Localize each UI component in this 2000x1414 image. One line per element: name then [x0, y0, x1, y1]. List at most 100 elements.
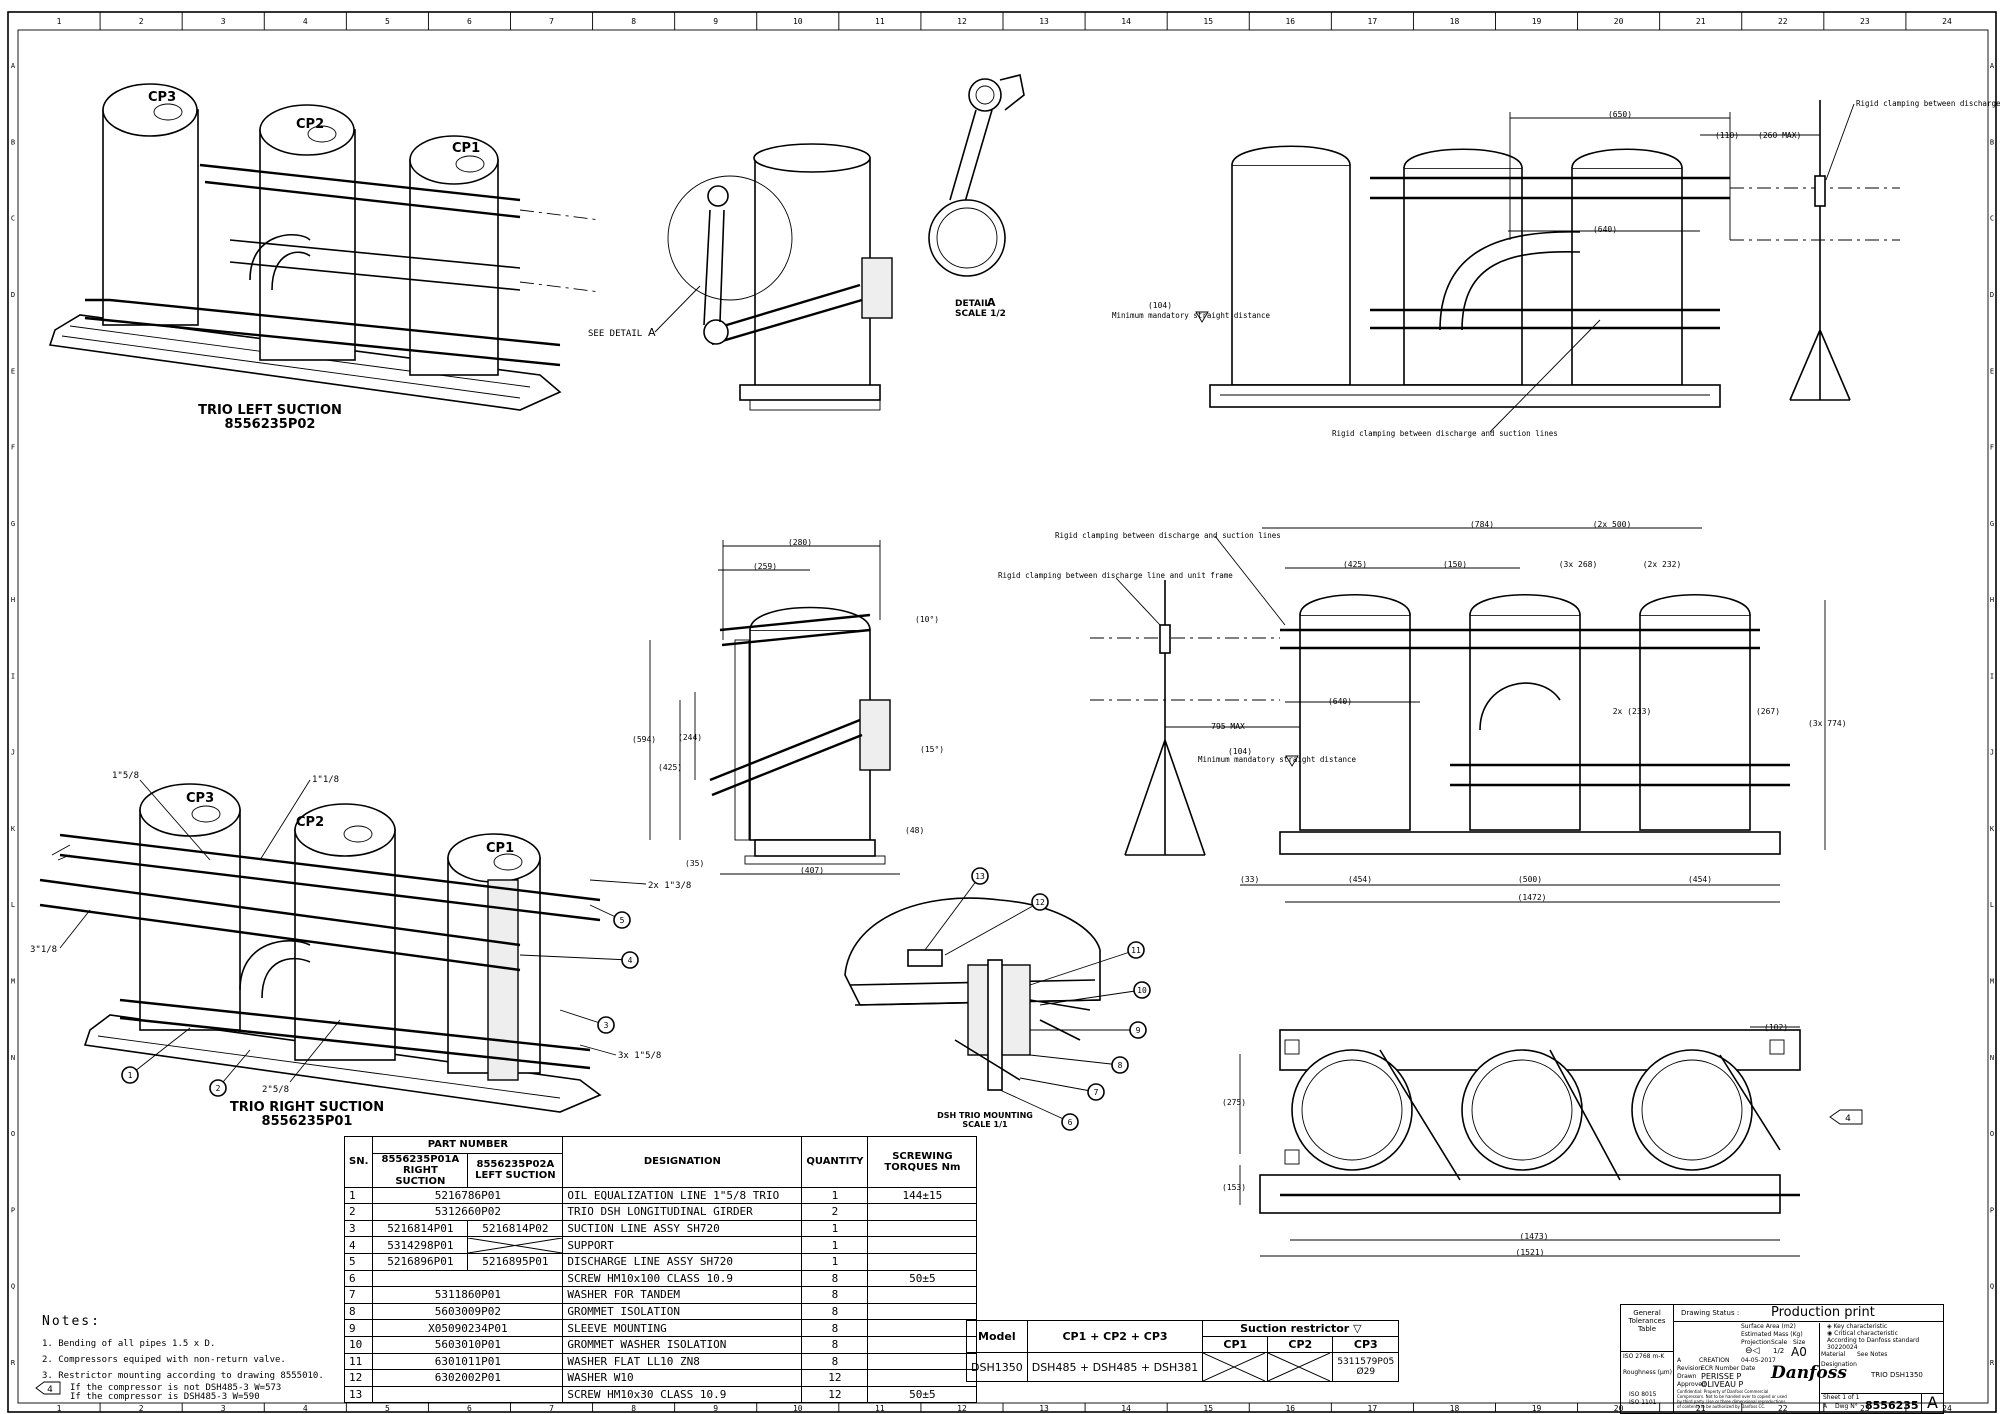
table-cell: [867, 1203, 978, 1221]
tb-dwg-number: 8556235: [1865, 1399, 1919, 1412]
column-marker: 14: [1121, 1404, 1131, 1413]
row-marker: N: [11, 1054, 15, 1062]
column-marker: 12: [957, 1404, 967, 1413]
col-right-suction: 8556235P01A RIGHT SUCTION: [372, 1152, 469, 1188]
tb-scale: 1/2: [1773, 1347, 1785, 1355]
column-marker: 7: [549, 17, 554, 26]
item-balloon-number: 7: [1094, 1088, 1099, 1097]
column-marker: 3: [221, 1404, 226, 1413]
column-marker: 20: [1614, 1404, 1624, 1413]
table-cell: [867, 1302, 978, 1321]
item-balloon: [621, 951, 639, 969]
cp2-crossed: [1267, 1352, 1334, 1382]
table-cell: 1: [343, 1186, 374, 1205]
table-cell: 5216895P01: [467, 1252, 564, 1271]
row-marker: E: [11, 367, 15, 375]
column-marker: 18: [1450, 1404, 1460, 1413]
column-marker: 10: [793, 17, 803, 26]
dim-650: (650): [1608, 110, 1632, 119]
mounting-scale: SCALE 1/1: [962, 1120, 1008, 1129]
row-marker: F: [1990, 444, 1994, 452]
item-balloon: [1127, 941, 1145, 959]
table-cell: SUPPORT: [562, 1236, 803, 1254]
title-block: General Tolerances Table ISO 2768 m-K Ro…: [1620, 1304, 1944, 1414]
item-balloon: [121, 1066, 139, 1084]
dim-1521: (1521): [1516, 1248, 1545, 1257]
row-marker: I: [11, 672, 15, 680]
tb-iso3: ISO 1101: [1629, 1399, 1657, 1406]
dim-784: (784): [1470, 520, 1494, 529]
row-marker: F: [11, 444, 15, 452]
item-balloon: [971, 867, 989, 885]
column-marker: 22: [1778, 17, 1788, 26]
note-min-straight: Minimum mandatory straight distance: [1198, 755, 1357, 764]
cp3-label: CP3: [186, 791, 214, 806]
column-marker: 23: [1860, 1404, 1870, 1413]
tb-according: According to Danfoss standard 30220024: [1827, 1337, 1920, 1351]
dim-594: (594): [632, 735, 656, 744]
dim-2x233: 2x (233): [1613, 707, 1652, 716]
note-min-straight: Minimum mandatory straight distance: [1112, 311, 1271, 320]
dim-500: (500): [1518, 875, 1542, 884]
cp3-label: CP3: [148, 90, 176, 105]
row-marker: H: [1990, 596, 1994, 604]
column-marker: 15: [1203, 17, 1213, 26]
table-cell: 8: [801, 1319, 869, 1337]
row-marker: J: [11, 749, 15, 757]
item-balloon: [1133, 981, 1151, 999]
tb-confidential: Confidential: Property of Danfoss Commer…: [1677, 1389, 1787, 1409]
support-bracket: [487, 879, 519, 1081]
table-cell: [867, 1319, 978, 1337]
row-marker: D: [1990, 291, 1994, 299]
tb-status-label: Drawing Status :: [1681, 1309, 1740, 1317]
row-marker: Q: [1990, 1283, 1994, 1291]
col-left-suction: 8556235P02A LEFT SUCTION: [467, 1152, 564, 1188]
dim-2x232: (2x 232): [1643, 560, 1682, 569]
item-balloon-number: 13: [975, 872, 985, 881]
column-marker: 8: [631, 1404, 636, 1413]
tb-rev-big: A: [1927, 1393, 1938, 1412]
item-balloon-number: 3: [604, 1021, 609, 1030]
table-cell: [867, 1352, 978, 1371]
row-marker: P: [1990, 1206, 1994, 1214]
row-marker: L: [1990, 901, 1994, 909]
tb-iso: ISO 2768 m-K: [1623, 1353, 1665, 1360]
table-cell: 144±15: [867, 1186, 978, 1205]
column-marker: 23: [1860, 17, 1870, 26]
table-cell: 7: [343, 1286, 374, 1304]
dim-267: (267): [1756, 707, 1780, 716]
callout-1-5-8: 1"5/8: [112, 771, 139, 781]
column-marker: 11: [875, 1404, 885, 1413]
callout-2x-1-3-8: 2x 1"3/8: [648, 881, 691, 891]
table-cell: 12: [801, 1369, 869, 1387]
column-marker: 9: [713, 17, 718, 26]
table-cell: WASHER FLAT LL10 ZN8: [562, 1352, 803, 1371]
table-cell: 5216814P01: [372, 1219, 469, 1238]
dim-795-max: 795 MAX: [1211, 722, 1245, 731]
tb-rev: A: [1677, 1357, 1682, 1364]
table-cell: [867, 1335, 978, 1354]
row-marker: L: [11, 901, 15, 909]
table-cell: WASHER W10: [562, 1369, 803, 1387]
item-balloon-number: 6: [1068, 1118, 1073, 1127]
column-marker: 9: [713, 1404, 718, 1413]
item-balloon: [209, 1079, 227, 1097]
dim-1473: (1473): [1520, 1232, 1549, 1241]
table-cell: 1: [801, 1252, 869, 1271]
table-cell: 5216814P02: [467, 1219, 564, 1238]
tb-size-label: Size: [1793, 1339, 1806, 1346]
row-marker: N: [1990, 1054, 1994, 1062]
table-cell: 13: [343, 1385, 374, 1404]
item-balloon: [1129, 1021, 1147, 1039]
table-cell: 1: [801, 1219, 869, 1238]
table-cell: 8: [343, 1302, 374, 1321]
callout-2-5-8: 2"5/8: [262, 1085, 289, 1095]
view-title: TRIO RIGHT SUCTION: [230, 1100, 384, 1115]
row-marker: O: [11, 1130, 15, 1138]
